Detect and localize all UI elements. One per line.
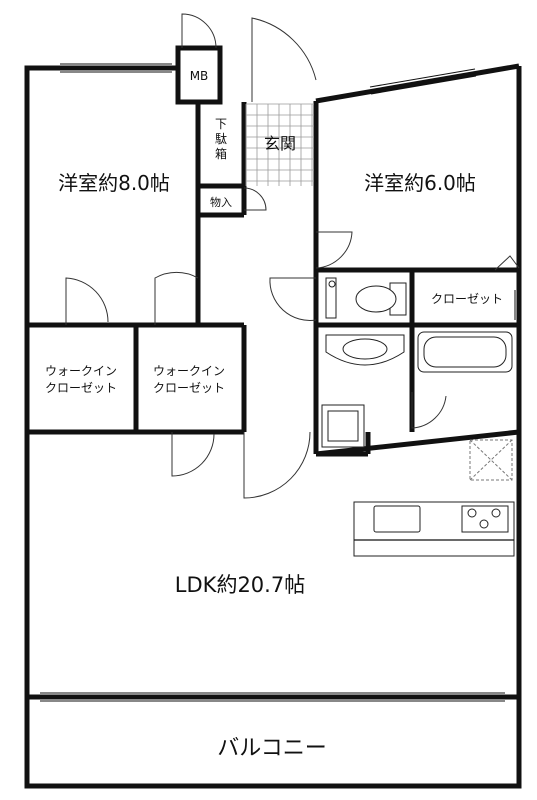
doors	[65, 13, 520, 499]
room-label-storage: 物入	[210, 195, 232, 209]
room-label-balcony: バルコニー	[217, 736, 327, 761]
refrigerator-space-icon	[469, 439, 513, 481]
room-label-walk-in-closet-2: ウォークインクローゼット	[153, 364, 225, 395]
interior-walls	[27, 101, 520, 700]
room-label-walk-in-closet-1: ウォークインクローゼット	[45, 364, 117, 395]
room-label-western-right: 洋室約6.0帖	[364, 171, 476, 195]
room-label-ldk: LDK約20.7帖	[175, 573, 305, 597]
outer-walls	[24, 45, 522, 789]
room-label-western-left: 洋室約8.0帖	[58, 171, 170, 195]
fixtures	[321, 277, 515, 557]
sink-icon	[373, 505, 421, 533]
toilet-bowl-icon	[355, 285, 397, 313]
entrance-tile-grid	[245, 103, 314, 186]
windows	[40, 63, 516, 702]
room-label-shoe-box: 下駄箱	[215, 117, 227, 161]
room-label-closet: クローゼット	[431, 292, 503, 306]
room-labels: 洋室約8.0帖 洋室約6.0帖 LDK約20.7帖 バルコニー 玄関 MB 物入…	[45, 69, 503, 761]
toilet-tank-icon	[325, 277, 337, 319]
room-label-meter-box: MB	[190, 69, 209, 83]
room-label-entrance: 玄関	[264, 134, 296, 153]
